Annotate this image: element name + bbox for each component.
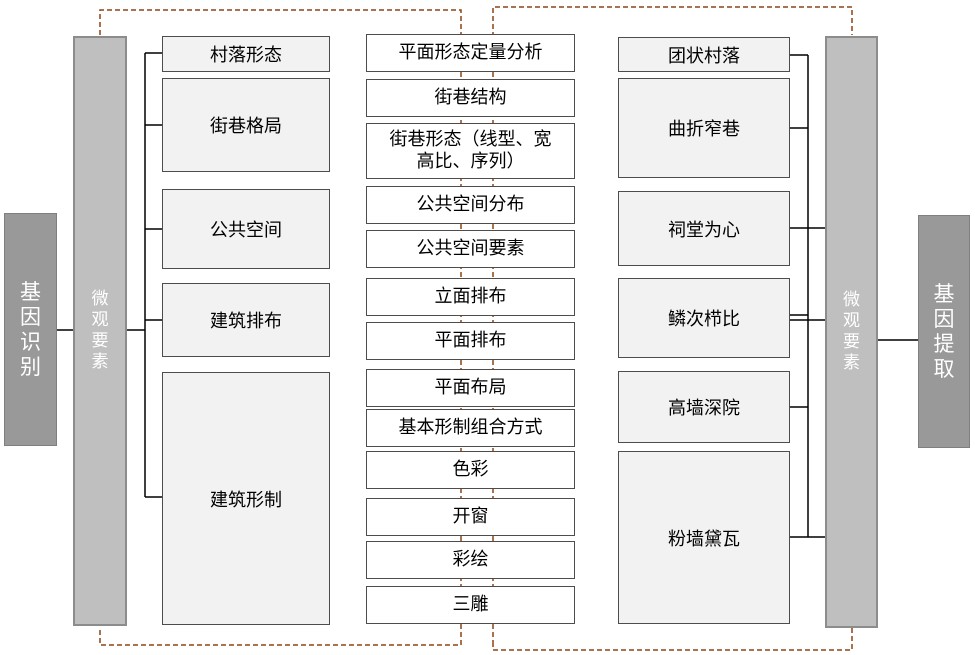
result-cluster-village: 团状村落 [618, 37, 790, 72]
mid-item-window: 开窗 [366, 498, 575, 536]
mid-item-street-structure: 街巷结构 [366, 79, 575, 117]
result-dense-rows: 鳞次栉比 [618, 278, 790, 358]
mid-item-public-elements: 公共空间要素 [366, 230, 575, 268]
mid-item-plan-analysis: 平面形态定量分析 [366, 34, 575, 72]
mid-item-facade-layout: 立面排布 [366, 278, 575, 316]
mid-item-carving: 三雕 [366, 586, 575, 624]
mid-item-basic-form: 基本形制组合方式 [366, 409, 575, 447]
left-outer-label: 基因识别 [20, 279, 41, 379]
left-micro-label: 微观要素 [91, 289, 109, 372]
mid-item-public-distribution: 公共空间分布 [366, 186, 575, 224]
right-outer-box: 基因提取 [918, 215, 970, 448]
category-street-pattern: 街巷格局 [162, 78, 330, 172]
right-micro-label: 微观要素 [842, 290, 860, 373]
left-outer-box: 基因识别 [4, 213, 57, 446]
mid-item-street-form: 街巷形态（线型、宽高比、序列） [366, 123, 575, 179]
category-building-form: 建筑形制 [162, 372, 330, 625]
left-micro-box: 微观要素 [73, 36, 127, 626]
result-winding-lanes: 曲折窄巷 [618, 78, 790, 178]
category-building-layout: 建筑排布 [162, 283, 330, 357]
mid-item-plan-arrangement: 平面布局 [366, 369, 575, 407]
left-dashed-frame [99, 9, 462, 646]
result-ancestral-hall: 祠堂为心 [618, 191, 790, 266]
mid-item-plan-layout: 平面排布 [366, 322, 575, 360]
category-village-form: 村落形态 [162, 36, 330, 72]
right-dashed-frame [492, 6, 853, 651]
right-outer-label: 基因提取 [933, 281, 955, 381]
category-public-space: 公共空间 [162, 189, 330, 269]
result-high-walls: 高墙深院 [618, 371, 790, 443]
mid-item-color: 色彩 [366, 451, 575, 489]
right-micro-box: 微观要素 [825, 36, 878, 628]
result-white-walls: 粉墙黛瓦 [618, 451, 790, 624]
mid-item-painting: 彩绘 [366, 541, 575, 579]
